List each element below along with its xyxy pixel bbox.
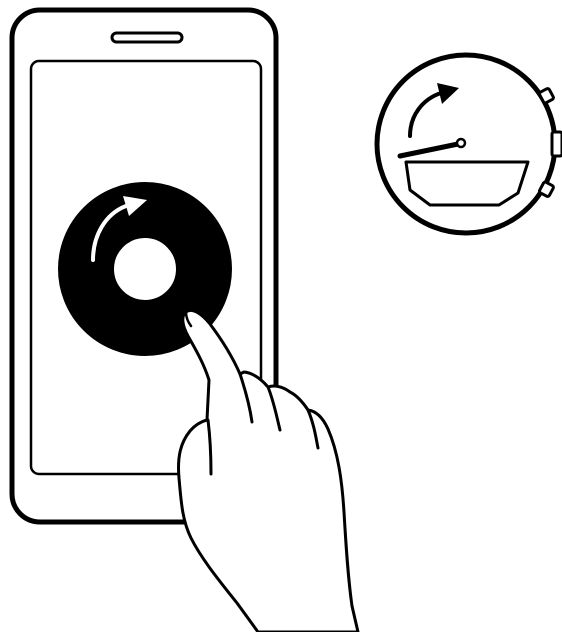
watch-icon bbox=[377, 55, 562, 233]
phone-speaker bbox=[112, 33, 182, 42]
watch-subdial-window bbox=[406, 162, 528, 205]
watch-crown bbox=[552, 132, 562, 156]
watch-hand-pivot bbox=[457, 139, 465, 147]
